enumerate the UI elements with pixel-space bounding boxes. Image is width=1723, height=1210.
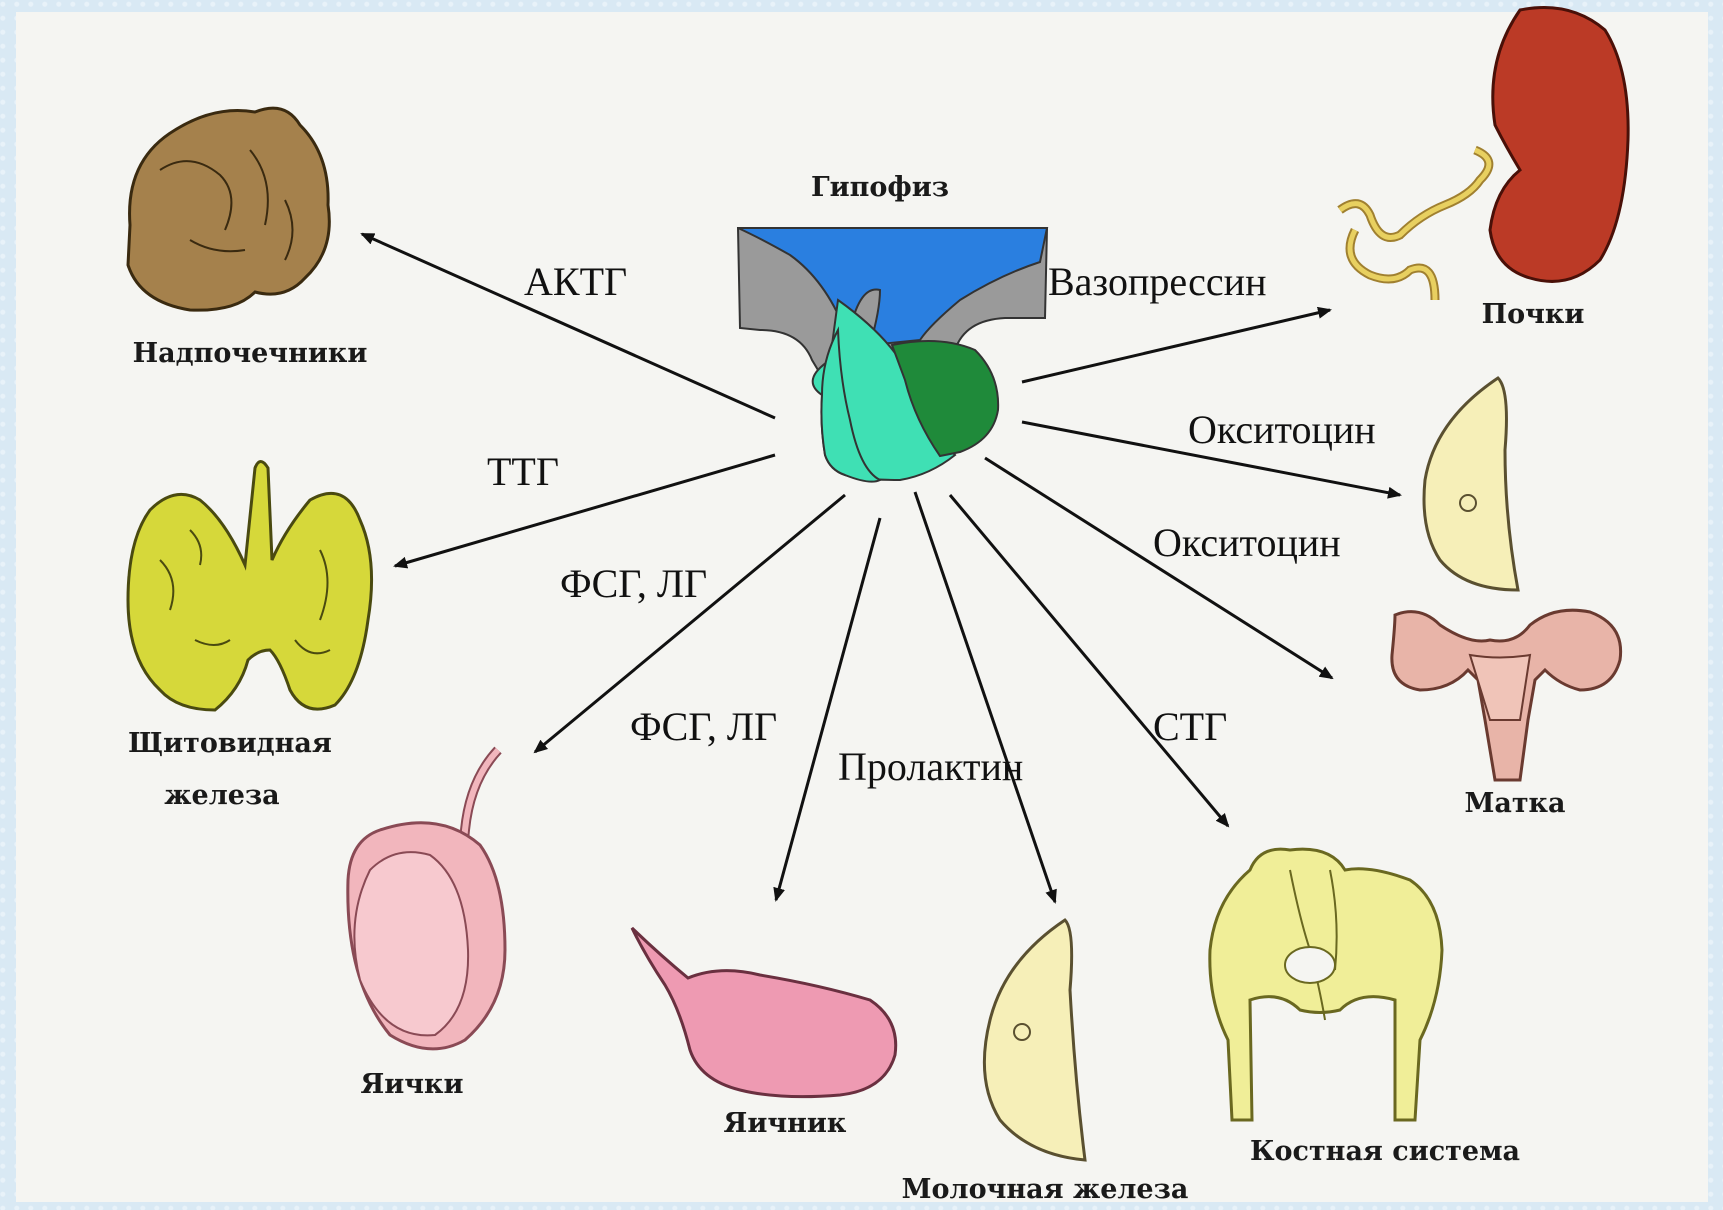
arrow-mammary — [915, 492, 1055, 902]
pituitary-label: Гипофиз — [811, 172, 949, 203]
skeleton-illustration — [1210, 849, 1442, 1120]
arrow-uterus — [985, 458, 1332, 678]
hormone-oxytocin-2: Окситоцин — [1153, 520, 1341, 565]
adrenal-illustration — [128, 108, 329, 310]
breast-illustration — [1424, 378, 1518, 590]
mammary-illustration — [984, 920, 1085, 1160]
thyroid-label-line1: Щитовидная — [128, 728, 332, 759]
testes-illustration — [348, 750, 505, 1049]
arrow-kidneys — [1022, 310, 1330, 382]
hormone-fsg-lg-1: ФСГ, ЛГ — [560, 561, 707, 606]
hormone-stg: СТГ — [1153, 704, 1227, 749]
uterus-illustration — [1392, 610, 1621, 780]
mammary-label: Молочная железа — [902, 1174, 1189, 1205]
hormone-prolactin: Пролактин — [838, 744, 1023, 789]
ovary-label: Яичник — [724, 1108, 847, 1139]
hormone-vasopressin: Вазопрессин — [1048, 259, 1266, 304]
hormone-ttg: ТТГ — [487, 449, 559, 494]
hormone-fsg-lg-2: ФСГ, ЛГ — [630, 704, 777, 749]
arrow-thyroid — [395, 455, 775, 566]
uterus-label: Матка — [1464, 788, 1565, 819]
arrow-ovary — [776, 518, 880, 900]
hormone-actg: АКТГ — [524, 259, 627, 304]
kidneys-illustration — [1340, 8, 1628, 301]
hormone-oxytocin-1: Окситоцин — [1188, 407, 1376, 452]
adrenal-label: Надпочечники — [133, 338, 368, 369]
kidneys-label: Почки — [1482, 299, 1585, 330]
pituitary-illustration — [738, 228, 1047, 482]
thyroid-illustration — [128, 462, 372, 711]
skeleton-label: Костная система — [1250, 1136, 1520, 1167]
thyroid-label-line2: железа — [164, 780, 279, 811]
ovary-illustration — [632, 928, 896, 1097]
testes-label: Яички — [360, 1069, 463, 1100]
